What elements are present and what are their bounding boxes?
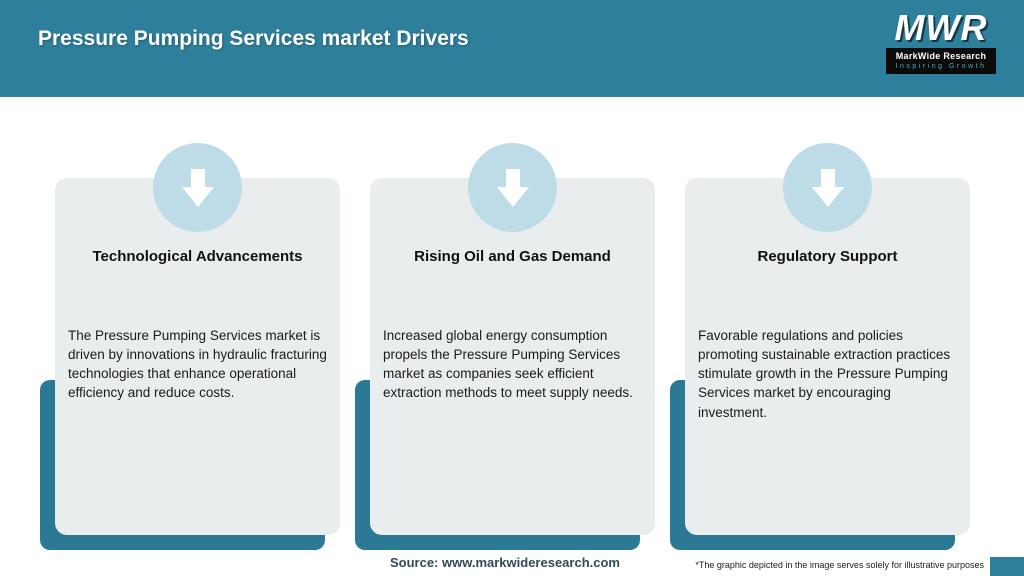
disclaimer-text: *The graphic depicted in the image serve… (695, 560, 984, 570)
card: Rising Oil and Gas Demand Increased glob… (370, 178, 655, 535)
arrow-down-icon (468, 143, 557, 232)
logo-band: MarkWide Research Inspiring Growth (886, 48, 996, 74)
logo-name: MarkWide Research (895, 51, 987, 61)
driver-card-rising-oil-and-gas-demand: Rising Oil and Gas Demand Increased glob… (355, 143, 655, 555)
page-title: Pressure Pumping Services market Drivers (38, 27, 469, 50)
card-body: Favorable regulations and policies promo… (698, 328, 951, 420)
markwide-research-logo: MWR MarkWide Research Inspiring Growth (886, 10, 996, 74)
arrow-down-icon (153, 143, 242, 232)
logo-tagline: Inspiring Growth (895, 63, 987, 70)
card: Regulatory Support Favorable regulations… (685, 178, 970, 535)
card-body: Increased global energy consumption prop… (383, 328, 633, 401)
driver-card-regulatory-support: Regulatory Support Favorable regulations… (670, 143, 970, 555)
source-text: Source: www.markwideresearch.com (389, 555, 620, 570)
driver-card-technological-advancements: Technological Advancements The Pressure … (40, 143, 340, 555)
card: Technological Advancements The Pressure … (55, 178, 340, 535)
card-title: Regulatory Support (757, 248, 898, 265)
card-title: Rising Oil and Gas Demand (414, 248, 611, 265)
header-banner: Pressure Pumping Services market Drivers… (0, 0, 1024, 97)
corner-accent (990, 557, 1024, 576)
arrow-down-icon (783, 143, 872, 232)
logo-acronym: MWR (894, 7, 988, 48)
card-body: The Pressure Pumping Services market is … (68, 328, 327, 401)
card-title: Technological Advancements (92, 248, 303, 265)
